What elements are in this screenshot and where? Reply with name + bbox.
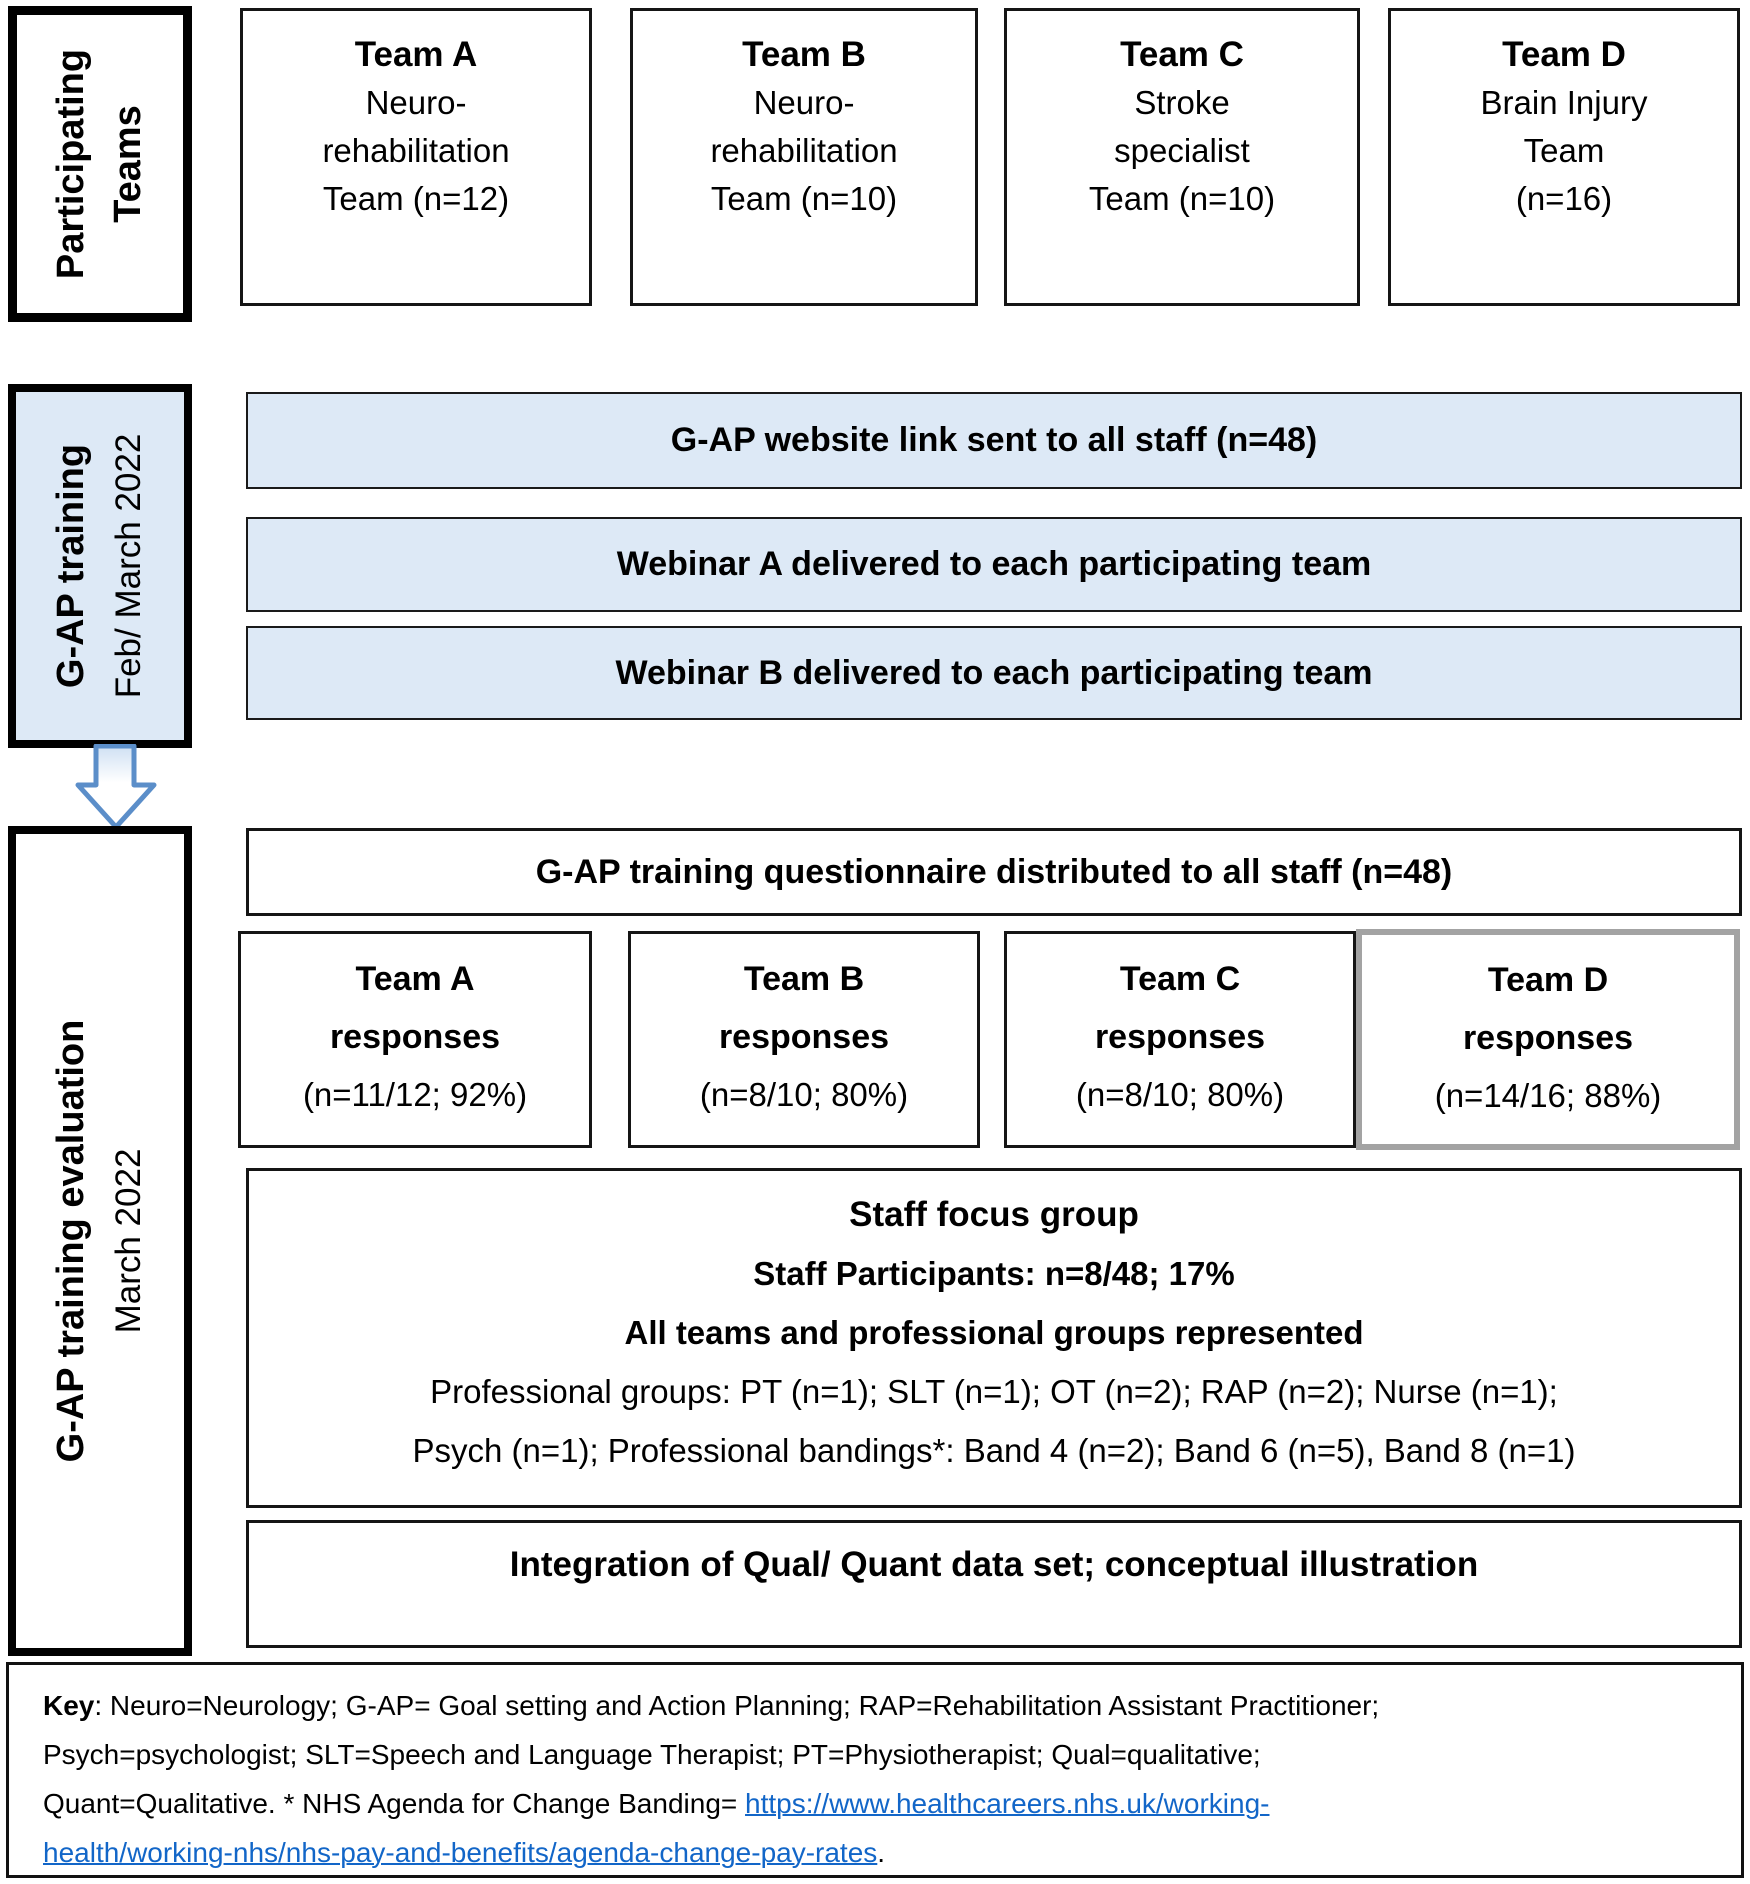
team-title: Team B	[742, 35, 866, 74]
team-title: Team D	[1502, 35, 1626, 74]
team-b-responses-box: Team B responses (n=8/10; 80%)	[628, 931, 980, 1148]
down-block-arrow-icon	[75, 744, 157, 830]
team-b-box: Team B Neuro- rehabilitation Team (n=10)	[630, 8, 978, 306]
sidebar-label-line1: G-AP training	[50, 443, 92, 689]
team-description: Neuro- rehabilitation Team (n=10)	[710, 84, 898, 217]
responses-value: (n=14/16; 88%)	[1434, 1077, 1662, 1114]
gap-training-sidebar: G-AP training Feb/ March 2022	[8, 384, 192, 748]
key-text: : Neuro=Neurology; G-AP= Goal setting an…	[43, 1690, 1380, 1819]
gap-evaluation-sidebar: G-AP training evaluation March 2022	[8, 826, 192, 1656]
integration-label: Integration of Qual/ Quant data set; con…	[509, 1545, 1479, 1584]
gap-training-label: G-AP training Feb/ March 2022	[43, 434, 157, 699]
team-c-box: Team C Stroke specialist Team (n=10)	[1004, 8, 1360, 306]
key-text-period: .	[877, 1837, 886, 1868]
team-description: Neuro- rehabilitation Team (n=12)	[322, 84, 510, 217]
key-label: Key	[43, 1690, 95, 1721]
team-description: Brain Injury Team (n=16)	[1480, 84, 1648, 217]
participating-teams-label: Participating Teams	[43, 49, 157, 279]
team-a-box: Team A Neuro- rehabilitation Team (n=12)	[240, 8, 592, 306]
team-title: Team C	[1120, 35, 1244, 74]
training-step-label: Webinar A delivered to each participatin…	[616, 545, 1372, 583]
participating-teams-sidebar: Participating Teams	[8, 6, 192, 322]
integration-box: Integration of Qual/ Quant data set; con…	[246, 1520, 1742, 1648]
training-step-website-bar: G-AP website link sent to all staff (n=4…	[246, 392, 1742, 489]
sidebar-label-line1: G-AP training evaluation	[50, 1019, 92, 1463]
team-c-responses-box: Team C responses (n=8/10; 80%)	[1004, 931, 1356, 1148]
responses-title: Team C responses	[1094, 960, 1266, 1056]
focus-group-participants: Staff Participants: n=8/48; 17%	[753, 1255, 1235, 1292]
team-a-responses-box: Team A responses (n=11/12; 92%)	[238, 931, 592, 1148]
focus-group-title: Staff focus group	[849, 1195, 1139, 1234]
key-box: Key: Neuro=Neurology; G-AP= Goal setting…	[6, 1662, 1744, 1878]
responses-value: (n=8/10; 80%)	[1075, 1076, 1285, 1113]
team-description: Stroke specialist Team (n=10)	[1088, 84, 1276, 217]
team-d-box: Team D Brain Injury Team (n=16)	[1388, 8, 1740, 306]
responses-title: Team D responses	[1462, 961, 1634, 1057]
training-step-webinar-b-bar: Webinar B delivered to each participatin…	[246, 626, 1742, 720]
focus-group-details: Professional groups: PT (n=1); SLT (n=1)…	[412, 1373, 1576, 1469]
training-step-webinar-a-bar: Webinar A delivered to each participatin…	[246, 517, 1742, 612]
gap-evaluation-label: G-AP training evaluation March 2022	[43, 1020, 157, 1463]
focus-group-representation: All teams and professional groups repres…	[624, 1314, 1364, 1351]
training-step-label: G-AP website link sent to all staff (n=4…	[670, 421, 1318, 459]
questionnaire-bar: G-AP training questionnaire distributed …	[246, 828, 1742, 916]
sidebar-label-line1: Participating	[50, 48, 92, 280]
responses-value: (n=11/12; 92%)	[302, 1076, 528, 1113]
responses-value: (n=8/10; 80%)	[699, 1076, 909, 1113]
responses-title: Team B responses	[718, 960, 890, 1056]
training-step-label: Webinar B delivered to each participatin…	[615, 653, 1373, 692]
staff-focus-group-box: Staff focus group Staff Participants: n=…	[246, 1168, 1742, 1508]
nhs-banding-link[interactable]: https://www.healthcareers.nhs.uk/working…	[43, 1788, 1270, 1868]
team-title: Team A	[354, 35, 478, 74]
sidebar-label-line2: March 2022	[109, 1148, 148, 1334]
sidebar-label-line2: Feb/ March 2022	[109, 433, 148, 699]
responses-title: Team A responses	[329, 960, 501, 1056]
team-d-responses-box: Team D responses (n=14/16; 88%)	[1356, 929, 1740, 1150]
questionnaire-label: G-AP training questionnaire distributed …	[535, 852, 1453, 891]
sidebar-label-line2: Teams	[107, 105, 149, 223]
